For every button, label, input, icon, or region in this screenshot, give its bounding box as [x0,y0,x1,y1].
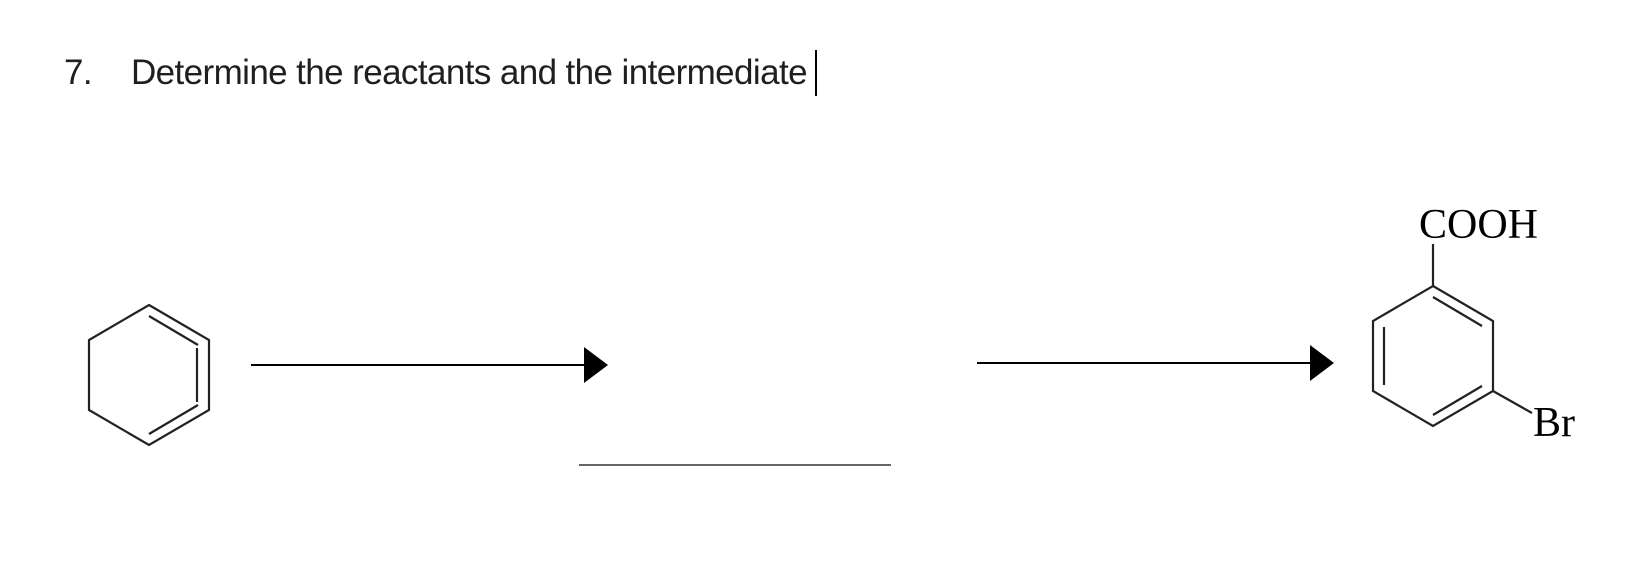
product-3-bromobenzoic-acid: COOH Br [1371,202,1575,446]
benzene-starting-material [87,303,211,447]
cooh-label: COOH [1419,202,1538,248]
question-number: 7. [64,53,93,92]
question-heading: 7. Determine the reactants and the inter… [64,48,817,98]
text-cursor [814,50,817,96]
reaction-arrow-1 [251,347,608,383]
reaction-arrow-2 [977,345,1334,381]
question-text[interactable]: Determine the reactants and the intermed… [131,53,808,92]
bromo-label: Br [1533,400,1575,446]
